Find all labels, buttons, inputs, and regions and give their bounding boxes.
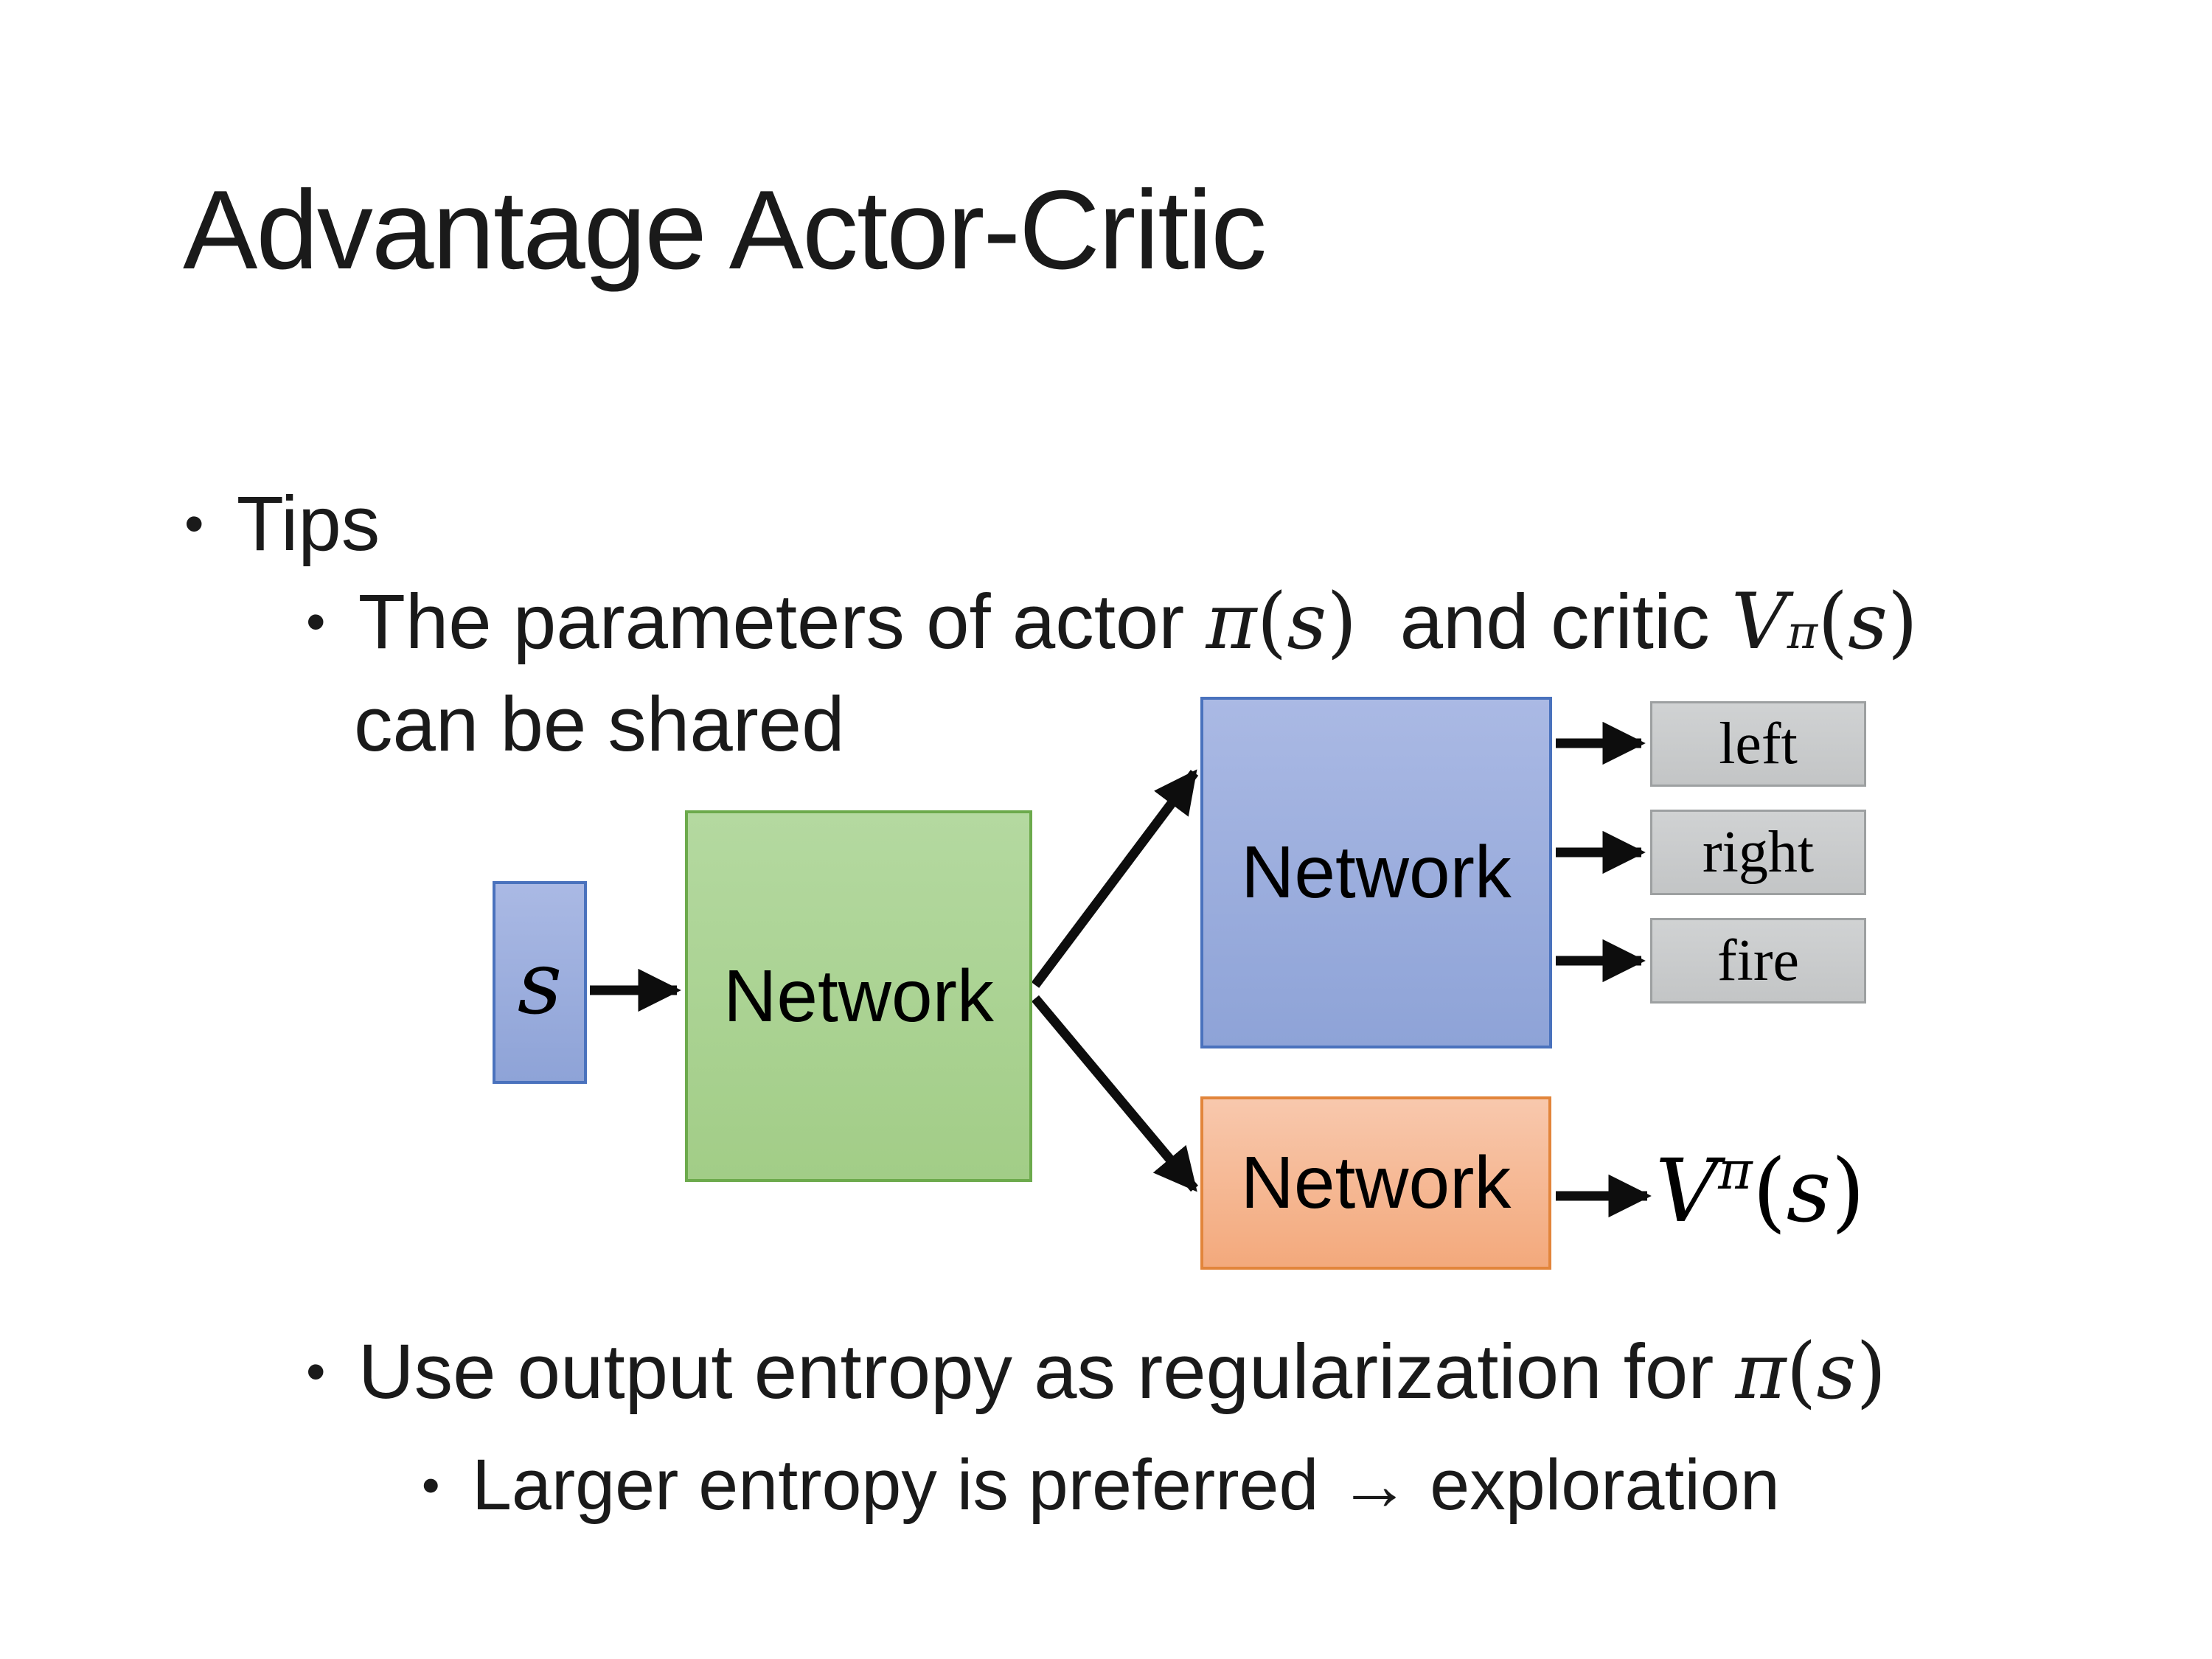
critic-network-label: Network (1240, 1141, 1512, 1224)
entropy-text: Use output entropy as regularization for (358, 1329, 1736, 1415)
math-rparen: ) (1831, 1139, 1865, 1242)
math-lparen: ( (1752, 1139, 1787, 1242)
action-label-fire: fire (1717, 928, 1799, 993)
bullet-line-parameters-cont: can be shared (354, 678, 844, 771)
math-lparen: ( (1786, 1326, 1817, 1416)
math-pi: π (1735, 1326, 1787, 1416)
actor-network-box: Network (1200, 697, 1552, 1048)
math-s: s (1287, 577, 1327, 667)
shared-network-label: Network (723, 954, 994, 1037)
arrow-shared-to-actor (1031, 769, 1199, 988)
action-box-right: right (1650, 810, 1866, 895)
bullet-line-tips: • Tips (184, 478, 380, 571)
parameters-text-mid: and critic (1357, 579, 1731, 665)
math-pi: π (1206, 577, 1257, 667)
bullet-line-parameters: • The parameters of actor π ( s ) and cr… (306, 575, 1918, 669)
math-rparen: ) (1888, 577, 1919, 667)
math-lparen: ( (1256, 577, 1287, 667)
action-label-right: right (1702, 819, 1815, 885)
bullet-line-exploration: • Larger entropy is preferred → explorat… (422, 1442, 1780, 1528)
action-box-left: left (1650, 701, 1866, 787)
math-rparen: ) (1326, 577, 1357, 667)
state-label: s (517, 931, 563, 1034)
math-s: s (1786, 1139, 1832, 1242)
bullet-icon: • (306, 1340, 326, 1403)
bullet-icon: • (422, 1455, 440, 1514)
math-V: V (1655, 1139, 1719, 1242)
critic-network-box: Network (1200, 1096, 1551, 1270)
critic-value-output: Vπ(s) (1655, 1144, 1865, 1235)
action-box-fire: fire (1650, 918, 1866, 1004)
exploration-text: Larger entropy is preferred → exploratio… (471, 1444, 1780, 1525)
math-s: s (1848, 577, 1888, 667)
bullet-icon: • (306, 591, 326, 653)
math-s: s (1816, 1326, 1857, 1416)
tips-text: Tips (236, 481, 380, 567)
bullet-icon: • (184, 493, 204, 555)
math-pi-superscript: π (1718, 1140, 1753, 1201)
math-rparen: ) (1856, 1326, 1887, 1416)
math-lparen: ( (1818, 577, 1848, 667)
state-box: s (493, 881, 587, 1084)
action-label-left: left (1719, 711, 1798, 776)
arrow-shared-to-critic (1032, 995, 1198, 1192)
page-title: Advantage Actor-Critic (183, 167, 1267, 293)
parameters-text-pre: The parameters of actor (358, 579, 1206, 665)
actor-network-label: Network (1241, 831, 1512, 914)
parameters-text-line2: can be shared (354, 681, 845, 768)
math-V: V (1731, 577, 1787, 667)
bullet-line-entropy: • Use output entropy as regularization f… (306, 1325, 1886, 1419)
shared-network-box: Network (685, 810, 1032, 1182)
math-pi-superscript: π (1787, 605, 1818, 659)
